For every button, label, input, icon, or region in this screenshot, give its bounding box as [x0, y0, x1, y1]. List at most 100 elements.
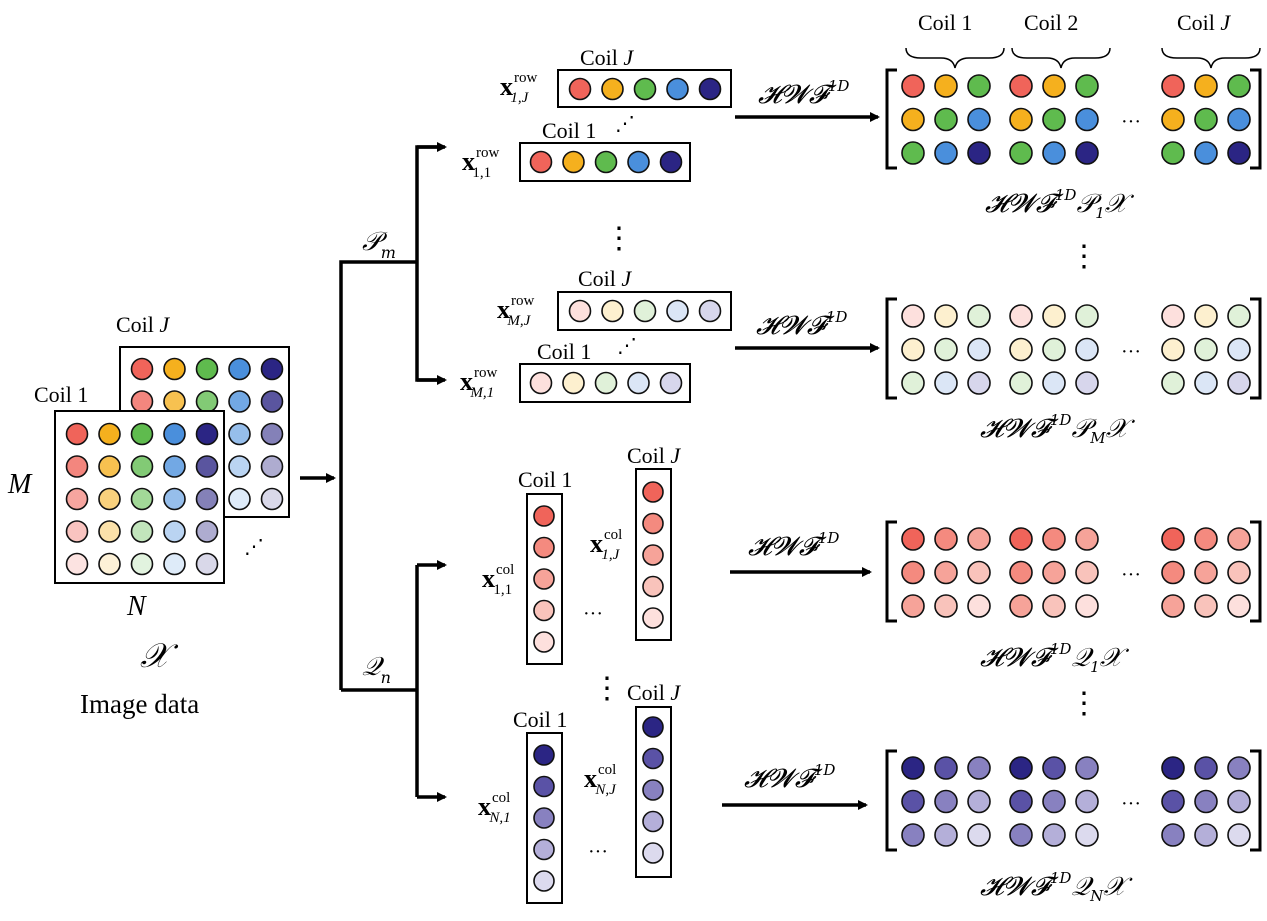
- output-vdots-1: ⋮: [1069, 240, 1099, 273]
- vector-element-dot: [642, 481, 664, 503]
- output-coefficient-dot: [1009, 789, 1033, 814]
- vector-element-dot: [533, 744, 555, 766]
- output-coefficient-dot: [1161, 304, 1185, 328]
- output-coefficient-dot: [1194, 74, 1218, 98]
- pixel-dot: [195, 390, 219, 413]
- vector-element-dot: [568, 77, 592, 101]
- vector-element-dot: [642, 842, 664, 864]
- pixel-dot: [163, 422, 186, 446]
- vector-element-dot: [642, 544, 664, 566]
- pixel-dot: [228, 455, 251, 478]
- output-coefficient-dot: [967, 304, 991, 328]
- transform-label-3: 𝓗𝓦𝓕1D: [748, 529, 839, 562]
- output-coefficient-dot: [967, 560, 991, 585]
- output-coefficient-dot: [967, 789, 991, 814]
- vector-element-dot: [666, 77, 689, 101]
- pixel-dot: [260, 487, 284, 511]
- coil-j-brace: [1161, 47, 1261, 69]
- output-matrix-p1: ···: [885, 68, 1262, 170]
- output-coefficient-dot: [1194, 756, 1218, 780]
- vector-element-dot: [633, 299, 657, 323]
- pixel-dot: [130, 357, 154, 381]
- output-coefficient-dot: [1194, 304, 1218, 328]
- output-coefficient-dot: [1194, 527, 1218, 551]
- coil-index-j: J: [670, 443, 681, 468]
- output-coefficient-dot: [1075, 141, 1099, 165]
- vector-element-dot: [562, 150, 585, 174]
- coil-header-j: Coil J: [1177, 10, 1231, 35]
- transform-arrows: 𝓗𝓦𝓕1D 𝓗𝓦𝓕1D 𝓗𝓦𝓕1D 𝓗𝓦𝓕1D: [722, 77, 880, 810]
- matrix-ellipsis: ···: [1121, 341, 1141, 363]
- vector-element-dot: [533, 870, 555, 892]
- pixel-dot: [260, 422, 284, 446]
- matrix-ellipsis: ···: [1121, 793, 1141, 815]
- output-coefficient-dot: [934, 789, 958, 814]
- col-1j-coil-label: Coil J: [627, 443, 681, 468]
- pixel-dot: [98, 455, 121, 478]
- coil-index-j: J: [670, 680, 681, 705]
- image-data-caption: Image data: [80, 689, 199, 719]
- pixel-dot: [163, 455, 186, 478]
- pixel-dot: [65, 487, 89, 511]
- output-coefficient-dot: [1075, 74, 1099, 98]
- vector-element-dot: [659, 371, 683, 395]
- output-coefficient-dot: [1075, 107, 1099, 132]
- output-coefficient-dot: [1075, 304, 1099, 328]
- vector-element-dot: [698, 77, 722, 101]
- output-coefficient-dot: [1075, 560, 1099, 585]
- pixel-dot: [163, 487, 186, 511]
- output-coefficient-dot: [901, 594, 925, 618]
- output-coefficient-dot: [1194, 107, 1218, 132]
- output-coefficient-dot: [1042, 107, 1066, 132]
- matrix-left-bracket: [885, 68, 897, 170]
- output-coefficient-dot: [934, 560, 958, 585]
- row-vector-1j: [568, 77, 722, 101]
- vector-element-dot: [529, 150, 553, 174]
- input-coil-1-label: Coil 1: [34, 382, 88, 407]
- output-coefficient-dot: [1042, 141, 1066, 165]
- vector-element-dot: [666, 299, 689, 323]
- pixel-dot: [130, 552, 154, 576]
- output-coefficient-dot: [1009, 756, 1033, 780]
- col-vector-11: [533, 505, 555, 653]
- output-coefficient-dot: [1227, 371, 1251, 395]
- output-label-q1: 𝓗𝓦𝓕1D𝒬1𝒳: [980, 640, 1130, 676]
- matrix-ellipsis: ···: [1121, 111, 1141, 133]
- pixel-dot: [98, 422, 121, 446]
- vector-element-dot: [642, 747, 664, 770]
- pixel-dot: [130, 390, 154, 413]
- output-coefficient-dot: [1227, 756, 1251, 780]
- pixel-dot: [98, 487, 121, 511]
- transform-label-2: 𝓗𝓦𝓕1D: [756, 308, 847, 341]
- row-branch: [415, 145, 438, 382]
- output-coefficient-dot: [967, 527, 991, 551]
- output-coefficient-dot: [1194, 337, 1218, 362]
- pixel-dot: [163, 357, 186, 381]
- output-coefficient-dot: [1161, 74, 1185, 98]
- output-coefficient-dot: [934, 74, 958, 98]
- coil-index-j: J: [159, 312, 170, 337]
- output-coefficient-dot: [1042, 594, 1066, 618]
- vector-element-dot: [568, 299, 592, 323]
- output-coefficient-dot: [1075, 527, 1099, 551]
- output-matrix-qn: ···: [885, 749, 1262, 852]
- output-coefficient-dot: [1161, 527, 1185, 551]
- vector-element-dot: [633, 77, 657, 101]
- pixel-dot: [228, 422, 251, 446]
- output-coefficient-dot: [1227, 594, 1251, 618]
- output-coefficient-dot: [1161, 337, 1185, 362]
- output-coefficient-dot: [1042, 371, 1066, 395]
- branch-connectors: 𝒫m 𝒬n: [300, 142, 447, 802]
- output-coefficient-dot: [1227, 107, 1251, 132]
- pixel-dot: [260, 455, 284, 478]
- output-coefficient-dot: [1194, 594, 1218, 618]
- vector-element-dot: [562, 371, 585, 395]
- vector-element-dot: [533, 505, 555, 527]
- coil-1-brace: [905, 47, 1005, 69]
- output-coefficient-dot: [1194, 823, 1218, 847]
- output-coefficient-dot: [1042, 560, 1066, 585]
- output-coefficient-dot: [934, 371, 958, 395]
